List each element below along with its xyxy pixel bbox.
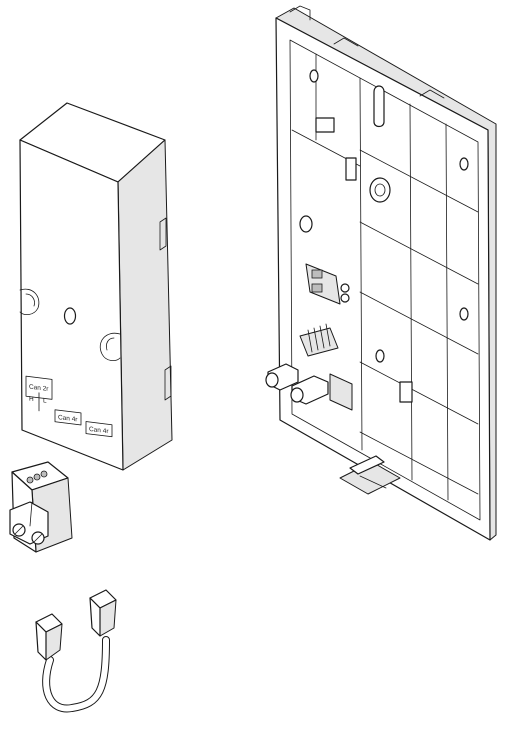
terminal-connector <box>9 461 73 553</box>
can-module: Can 2r H L Can 4r Can 4r <box>19 102 173 471</box>
label-can2: Can 2r <box>29 384 49 393</box>
patch-cable <box>35 589 117 713</box>
standoff-pins <box>265 363 353 411</box>
mounting-plate <box>265 5 497 541</box>
label-can4-a: Can 4r <box>58 414 78 423</box>
label-l: L <box>43 397 47 404</box>
pin-header <box>299 323 339 357</box>
label-h: H <box>29 396 34 404</box>
can-labels: Can 2r H L Can 4r Can 4r <box>25 375 113 438</box>
bottom-latch <box>339 455 401 495</box>
label-can4-b: Can 4r <box>89 426 109 435</box>
